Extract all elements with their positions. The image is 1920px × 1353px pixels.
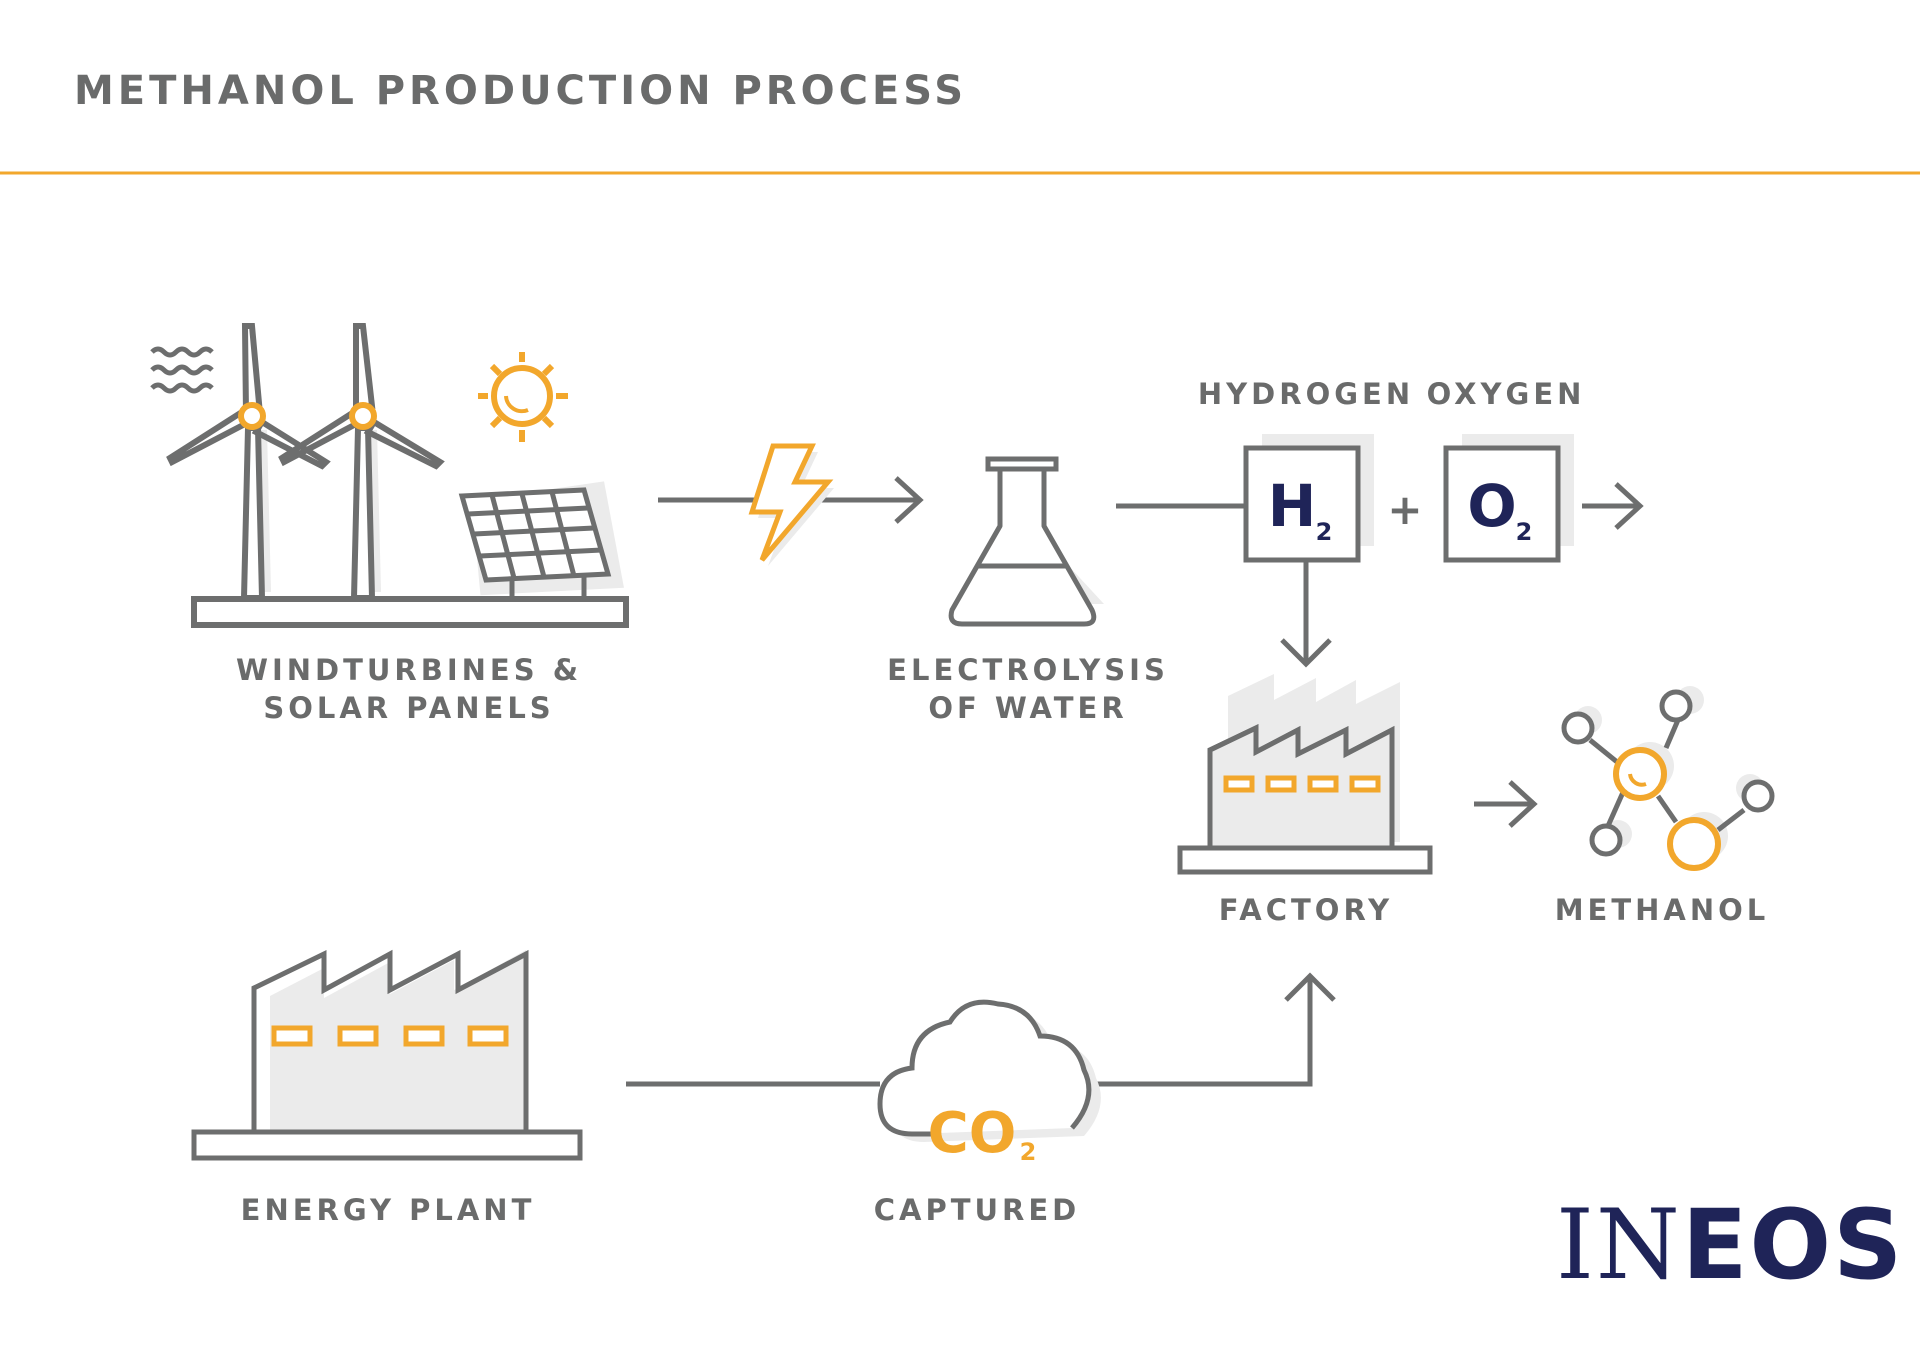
- factory-label: FACTORY: [1219, 893, 1393, 927]
- renewables-label-line2: SOLAR PANELS: [263, 691, 554, 725]
- energy-plant-label: ENERGY PLANT: [241, 1193, 536, 1227]
- arrow-co2-to-factory: [626, 972, 1336, 1087]
- co2-symbol: CO: [928, 1101, 1017, 1166]
- hydrogen-label: HYDROGEN: [1198, 377, 1414, 411]
- renewables-icon: [150, 323, 629, 628]
- wind-turbine-icon: [166, 323, 331, 601]
- lightning-icon: [748, 443, 834, 566]
- arrow-oxygen-out: [1582, 482, 1644, 530]
- factory-icon: [1177, 674, 1433, 875]
- arrow-factory-to-methanol: [1474, 780, 1538, 828]
- sun-icon: [478, 352, 568, 442]
- ineos-logo: INEOS: [1556, 1189, 1904, 1301]
- oxygen-symbol: O: [1467, 472, 1516, 540]
- hydrogen-subscript: 2: [1316, 518, 1333, 546]
- page-title: METHANOL PRODUCTION PROCESS: [74, 68, 967, 114]
- hydrogen-box: H 2: [1243, 434, 1374, 563]
- co2-captured-label: CAPTURED: [874, 1193, 1081, 1227]
- oxygen-label: OXYGEN: [1427, 377, 1586, 411]
- svg-text:INEOS: INEOS: [1556, 1189, 1904, 1301]
- arrow-hydrogen-to-factory: [1280, 562, 1332, 668]
- methanol-label: METHANOL: [1555, 893, 1770, 927]
- solar-panel-icon: [458, 487, 612, 598]
- oxygen-box: O 2: [1443, 434, 1574, 563]
- oxygen-subscript: 2: [1516, 518, 1533, 546]
- hydrogen-symbol: H: [1268, 472, 1317, 540]
- electrolysis-label-line1: ELECTROLYSIS: [887, 653, 1169, 687]
- methanol-molecule-icon: [1561, 686, 1775, 871]
- cloud-icon: [877, 999, 1101, 1142]
- wind-turbine-icon: [278, 323, 445, 601]
- energy-plant-icon: [191, 949, 583, 1161]
- electrolysis-label-line2: OF WATER: [928, 691, 1127, 725]
- renewables-label-line1: WINDTURBINES &: [236, 653, 582, 687]
- flask-icon: [948, 456, 1104, 627]
- plus-sign: +: [1387, 485, 1422, 534]
- wind-icon: [150, 346, 214, 394]
- co2-subscript: 2: [1020, 1138, 1037, 1166]
